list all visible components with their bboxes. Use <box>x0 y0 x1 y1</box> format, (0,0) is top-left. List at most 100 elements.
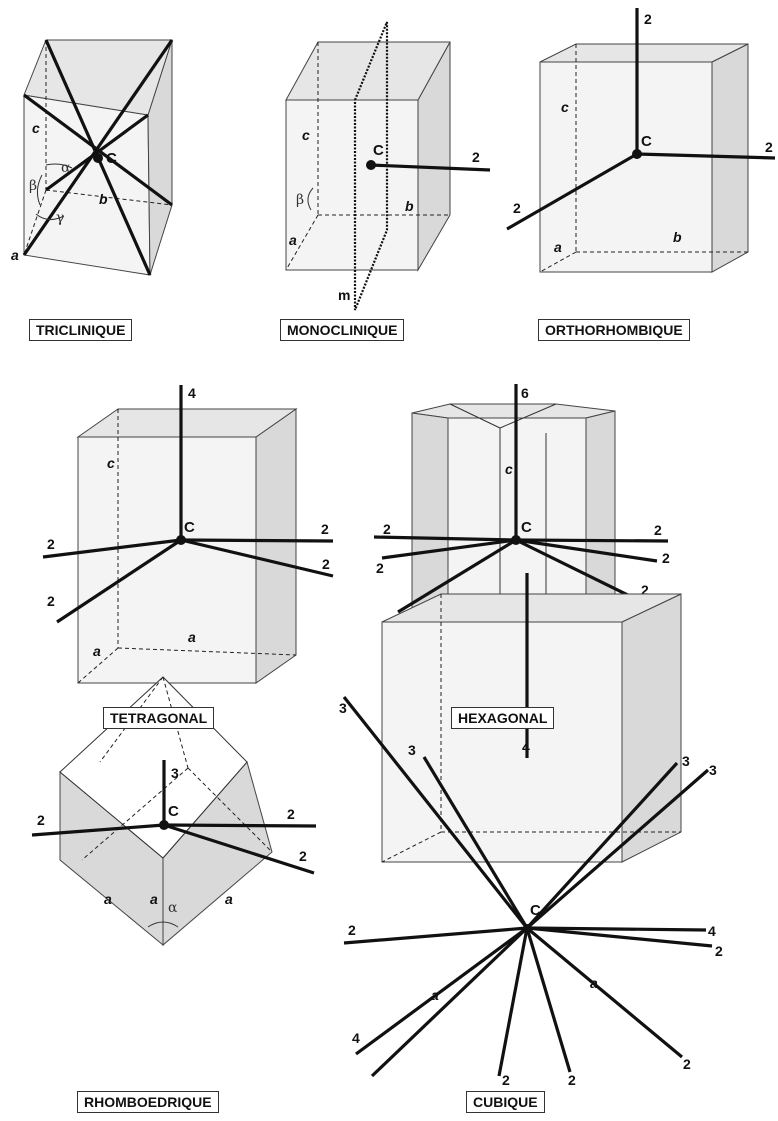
orthorhombic-a-label: a <box>554 239 562 255</box>
cubic-4-label-top: 4 <box>522 739 530 755</box>
orthorhombic-front-face <box>539 61 713 273</box>
cubic-2-axis <box>525 927 572 1073</box>
orthorhombic-b-label: b <box>673 229 682 245</box>
hexagonal-center-label: C <box>521 519 532 536</box>
triclinic-gamma-arc <box>35 213 65 220</box>
cubic-2-axis <box>497 927 529 1077</box>
cubic-a-label-right: a <box>590 975 598 991</box>
cubic-front-face <box>381 621 623 863</box>
orthorhombic-top-face <box>539 43 749 63</box>
cubic-3-label: 3 <box>408 742 416 758</box>
hexagonal-2-label: 2 <box>376 560 384 576</box>
rhombohedral-2-label-right-low: 2 <box>299 848 307 864</box>
triclinic-front-face <box>23 94 151 276</box>
cubic-4-axis <box>355 926 528 1056</box>
monoclinic-diagram: C 2 c b a β m <box>285 21 491 311</box>
tetragonal-2-axis <box>180 538 334 543</box>
triclinic-diagram: C c b a α β γ <box>11 39 174 276</box>
orthorhombic-c-label: c <box>561 99 569 115</box>
caption-rhomboedrique: RHOMBOEDRIQUE <box>77 1091 219 1113</box>
cubic-2-label-left: 2 <box>348 922 356 938</box>
tetragonal-diagram: C 4 2 2 2 2 c a a <box>42 385 334 684</box>
rhombohedral-hidden-edge <box>187 767 273 853</box>
tetragonal-c-label: c <box>107 455 115 471</box>
tetragonal-front-face <box>77 436 257 684</box>
rhombohedral-2-label-left: 2 <box>37 812 45 828</box>
triclinic-alpha-label: α <box>61 160 71 176</box>
hexagonal-top-inner-edge <box>499 403 557 429</box>
triclinic-a-label: a <box>11 247 19 263</box>
tetragonal-4-label: 4 <box>188 385 196 401</box>
monoclinic-a-label: a <box>289 232 297 248</box>
triclinic-center-point <box>93 153 103 163</box>
monoclinic-center-point <box>366 160 376 170</box>
cubic-3-axis <box>525 761 679 930</box>
cubic-3-label: 3 <box>682 753 690 769</box>
tetragonal-center-label: C <box>184 519 195 536</box>
cubic-2-axis <box>525 926 684 1059</box>
tetragonal-hidden-edge <box>77 647 119 684</box>
tetragonal-a-label-left: a <box>93 643 101 659</box>
hexagonal-2-axis <box>515 538 645 605</box>
rhombohedral-a-label-left: a <box>104 891 112 907</box>
tetragonal-hidden-edge <box>117 647 297 656</box>
hexagonal-6-label: 6 <box>521 385 529 401</box>
hexagonal-2-label: 2 <box>654 522 662 538</box>
monoclinic-center-label: C <box>373 142 384 159</box>
caption-hexagonal: HEXAGONAL <box>451 707 555 729</box>
hexagonal-2-axis <box>373 535 517 542</box>
cubic-diagram: C 4 4 4 3 3 3 3 2 2 2 2 2 a a <box>339 573 723 1088</box>
cubic-3-axis <box>525 768 710 930</box>
rhombohedral-hidden-edge <box>162 676 189 769</box>
cubic-4-label-right: 4 <box>708 923 716 939</box>
cubic-2-label: 2 <box>568 1072 576 1088</box>
orthorhombic-center-point <box>632 149 642 159</box>
cubic-a-label-left: a <box>431 987 439 1003</box>
cubic-4-label-left: 4 <box>352 1030 360 1046</box>
monoclinic-hidden-edge <box>285 214 319 271</box>
triclinic-alpha-arc <box>45 163 73 169</box>
hexagonal-2-label: 2 <box>641 582 649 598</box>
tetragonal-2-label-left: 2 <box>47 536 55 552</box>
cubic-center-label: C <box>530 902 541 919</box>
monoclinic-2-label: 2 <box>472 149 480 165</box>
orthorhombic-2-axis-horizontal <box>636 152 776 160</box>
triclinic-center-label: C <box>106 150 117 167</box>
tetragonal-2-label-right-low: 2 <box>322 556 330 572</box>
hexagonal-2-axis <box>515 538 658 563</box>
cubic-3-label: 3 <box>709 762 717 778</box>
tetragonal-2-axis <box>56 538 182 624</box>
cubic-2-label: 2 <box>502 1072 510 1088</box>
cubic-2-label-right: 2 <box>715 943 723 959</box>
tetragonal-side-face <box>255 408 297 684</box>
cubic-4-axis <box>526 926 707 932</box>
rhombohedral-2-axis <box>163 823 315 875</box>
rhombohedral-hidden-edge <box>81 767 189 861</box>
cubic-3-label: 3 <box>339 700 347 716</box>
cubic-top-face <box>381 593 682 623</box>
cubic-2-label: 2 <box>683 1056 691 1072</box>
hexagonal-top-inner-edge <box>449 403 501 429</box>
monoclinic-2-axis <box>370 163 491 172</box>
triclinic-b-label: b <box>99 191 108 207</box>
cubic-4-axis <box>343 926 528 945</box>
triclinic-c-label: c <box>32 120 40 136</box>
tetragonal-a-label-right: a <box>188 629 196 645</box>
monoclinic-mirror-plane <box>353 21 389 311</box>
hexagonal-2-label: 2 <box>383 521 391 537</box>
rhombohedral-center-point <box>159 820 169 830</box>
cubic-2-axis <box>526 926 713 948</box>
orthorhombic-center-label: C <box>641 133 652 150</box>
monoclinic-b-label: b <box>405 198 414 214</box>
rhombohedral-a-label-middle: a <box>150 891 158 907</box>
hexagonal-2-axis <box>515 538 669 543</box>
orthorhombic-2-label-left: 2 <box>513 200 521 216</box>
monoclinic-mirror-label: m <box>338 287 350 303</box>
tetragonal-center-point <box>176 535 186 545</box>
hexagonal-top-face <box>411 403 616 419</box>
tetragonal-top-face <box>76 408 298 438</box>
cubic-center-point <box>523 924 531 932</box>
orthorhombic-diagram: C 2 2 2 c b a <box>506 8 776 273</box>
rhombohedral-center-label: C <box>168 803 179 820</box>
